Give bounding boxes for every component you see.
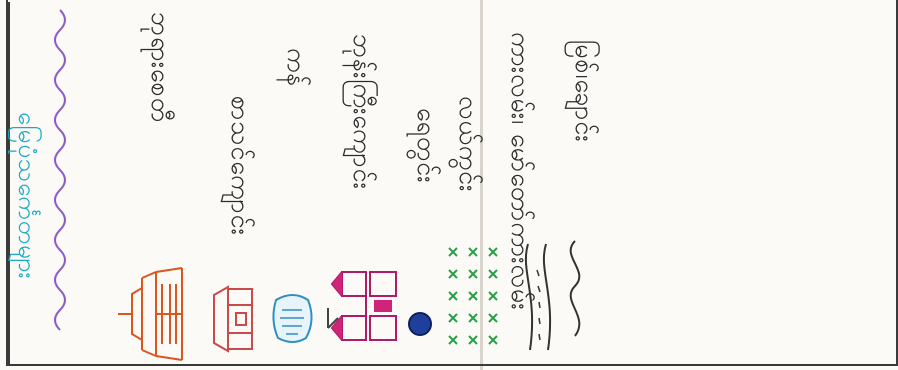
paddy-field-label: လယ်ကွင်း [447,96,484,192]
river-label: မြစ်၊ချောင်း [563,40,600,143]
paddy-field-icon [444,240,504,360]
school-label: စာသင်ကျောင်း [219,96,256,236]
pagoda-label: ဘုရားစေတီ [139,12,176,123]
wavy-border-line [40,10,80,340]
school-icon [208,285,258,365]
pond-icon [268,290,318,350]
pond-label: ကန် [275,48,312,87]
road-label: ကားလမ်း၊ မော်တော်ကားလမ်း [499,32,536,311]
well-label: ရေတွင်း [405,108,442,184]
pagoda-icon [112,264,202,364]
legend-title: မြေပုံသင်္ကေတများ [7,112,43,279]
monastery-label: ဘုန်းကြီးကျောင်း [341,34,378,190]
river-icon [555,236,595,346]
